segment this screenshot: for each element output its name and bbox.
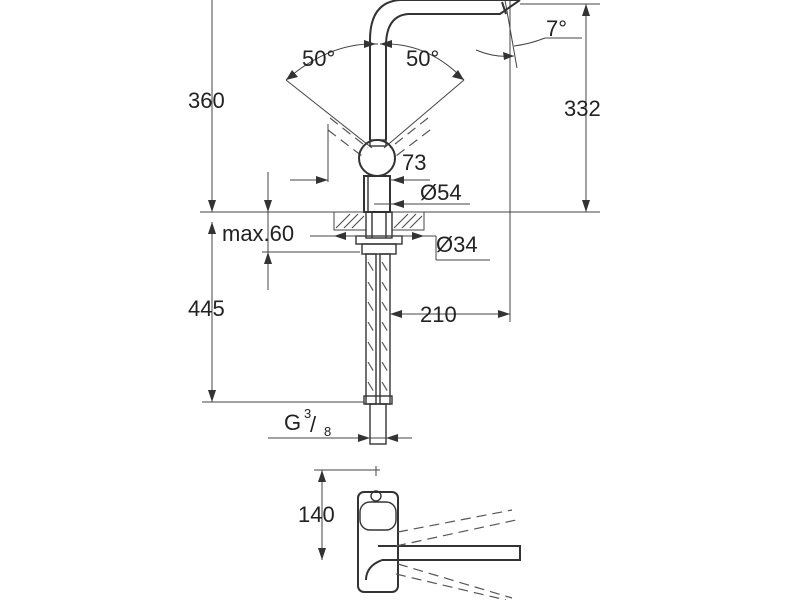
body-height-label: 73	[402, 150, 426, 175]
swing-right-label: 50°	[406, 46, 439, 71]
connection-numerator: 3	[304, 406, 311, 421]
reach-label: 210	[420, 302, 457, 327]
base-diameter-label: Ø54	[420, 180, 462, 205]
reach-dimension: 210	[390, 68, 511, 327]
faucet-body	[358, 139, 396, 213]
base-diameter-dimension: Ø54	[374, 180, 470, 208]
body-height-dimension: 73	[290, 124, 430, 184]
plan-view: 140	[298, 466, 521, 600]
total-height-dimension: 360	[188, 0, 225, 212]
hole-diameter-dimension: Ø34	[310, 232, 490, 261]
max-deck-label: max.60	[222, 221, 294, 246]
hose-length-dimension: 445	[188, 222, 364, 403]
connection-base: G	[284, 410, 301, 435]
tilt-angle-dimension: 7°	[475, 0, 582, 69]
supply-hoses	[363, 253, 393, 445]
hole-diameter-label: Ø34	[436, 232, 478, 257]
faucet-spout	[369, 0, 521, 140]
connection-dimension: G 3 / 8	[268, 406, 412, 442]
swing-angle-dimension: 50° 50°	[285, 40, 465, 157]
tilt-angle-label: 7°	[546, 16, 567, 41]
spout-height-dimension: 332	[520, 3, 601, 212]
swing-left-label: 50°	[302, 46, 335, 71]
total-height-label: 360	[188, 88, 225, 113]
mounting-shank	[355, 211, 403, 255]
max-deck-dimension: max.60	[222, 172, 360, 290]
hose-length-label: 445	[188, 296, 225, 321]
connection-slash: /	[310, 412, 317, 437]
connection-denominator: 8	[324, 424, 331, 439]
plan-depth-label: 140	[298, 502, 335, 527]
mounting-deck	[333, 211, 425, 231]
spout-height-label: 332	[564, 96, 601, 121]
